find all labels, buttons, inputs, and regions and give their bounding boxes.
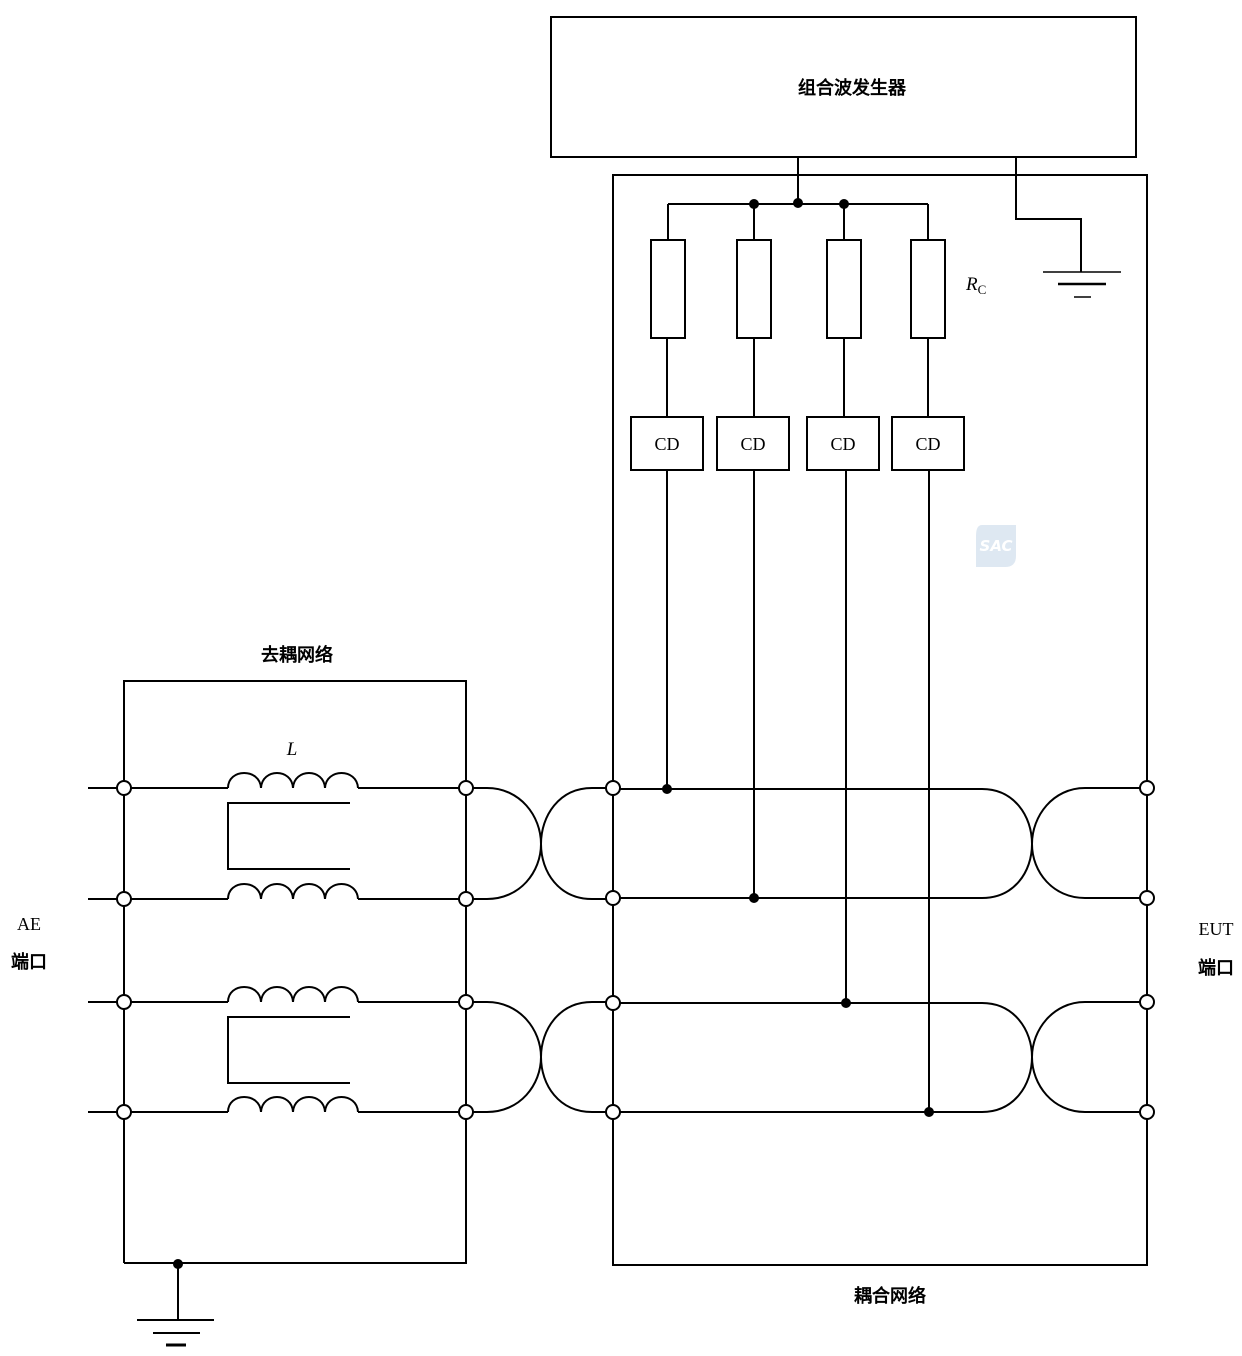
cd-component-4: CD [891,416,965,471]
generator-ground-wire [1015,157,1082,272]
resistor-label: RC [965,274,986,297]
inductor-core-icon [227,802,350,870]
cd-label: CD [654,434,679,454]
ae-port-label-cn: 端口 [11,952,47,973]
ground-icon-top [1043,271,1121,298]
ground-icon-bottom [137,1319,214,1347]
terminal-icon [605,1104,621,1120]
generator-label: 组合波发生器 [798,77,907,99]
coupling-network-label: 耦合网络 [854,1285,926,1307]
decoupling-line-2 [88,883,466,900]
terminal-icon [605,995,621,1011]
terminals-decoupling-out [458,780,474,1120]
sac-watermark: SAC [976,525,1016,567]
twisted-pair-1-right [1030,787,1147,899]
terminal-icon [458,891,474,907]
cd-label: CD [915,434,940,454]
decoupling-network-box [123,680,467,1264]
cd-component-1: CD [630,416,704,471]
junction-dot [173,1259,183,1269]
terminal-icon [116,780,132,796]
coupling-line-1 [613,788,1034,899]
ae-port-label: AE [17,914,41,934]
decoupling-network-label: 去耦网络 [261,644,333,666]
coupling-network-box [612,174,1148,1266]
junction-dot [749,199,759,209]
decoupling-line-3 [88,986,466,1003]
junction-dot [839,199,849,209]
inductor-coil-icon [227,1096,359,1113]
twisted-pair-1-left [466,787,613,900]
generator-block: 组合波发生器 [550,16,1137,158]
resistor-rc-1 [650,239,686,339]
terminal-icon [116,994,132,1010]
terminal-icon [1139,1104,1155,1120]
inductor-core-icon [227,1016,350,1084]
terminal-icon [1139,890,1155,906]
decoupling-line-4 [88,1096,466,1113]
cd-component-2: CD [716,416,790,471]
terminal-icon [1139,780,1155,796]
twisted-pair-2-left [466,1001,613,1113]
eut-port-label: EUT [1199,919,1234,939]
inductor-coil-icon [227,986,359,1003]
decoupling-line-1 [88,772,466,789]
terminal-icon [458,994,474,1010]
generator-box [550,16,1137,158]
resistor-rc-2 [736,239,772,339]
terminal-icon [1139,994,1155,1010]
cd-label: CD [830,434,855,454]
resistor-rc-3 [826,239,862,339]
cd-component-3: CD [806,416,880,471]
terminal-icon [605,890,621,906]
terminal-icon [116,1104,132,1120]
terminals-coupling-in [605,780,621,1120]
twisted-pair-2-right [1030,1001,1147,1113]
terminal-icon [605,780,621,796]
terminal-icon [458,780,474,796]
svg-text:SAC: SAC [980,537,1013,555]
terminal-icon [458,1104,474,1120]
coupling-line-3 [613,1002,1034,1113]
inductor-coil-icon [227,883,359,900]
junction-dot [793,198,803,208]
terminals-eut-side [1139,780,1155,1120]
eut-port-label-cn: 端口 [1198,958,1234,979]
terminal-icon [116,891,132,907]
resistor-rc-4 [910,239,946,339]
cd-label: CD [740,434,765,454]
terminals-ae-side [116,780,132,1120]
inductor-coil-icon [227,772,359,789]
inductor-label: L [286,739,298,760]
